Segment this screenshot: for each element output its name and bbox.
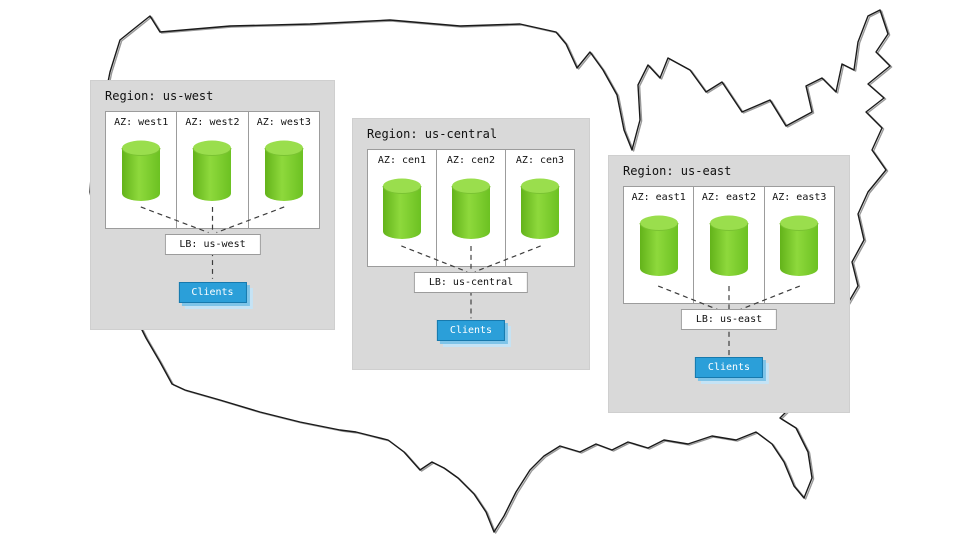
az-label: AZ: cen1 <box>377 155 427 166</box>
az-box-east1: AZ: east1 <box>623 186 695 304</box>
region-title: Region: us-west <box>105 89 214 103</box>
load-balancer-box: LB: us-east <box>680 309 778 330</box>
load-balancer-box: LB: us-west <box>164 234 261 255</box>
az-box-cen1: AZ: cen1 <box>367 149 437 267</box>
database-cylinder-icon <box>779 215 819 277</box>
clients-stacked-box: Clients <box>694 357 764 378</box>
az-label: AZ: east1 <box>631 192 686 203</box>
az-row: AZ: cen1 AZ: cen2 AZ: cen3 <box>367 149 575 267</box>
az-row: AZ: east1 AZ: east2 AZ: east3 <box>623 186 835 304</box>
database-cylinder-icon <box>451 178 491 240</box>
az-label: AZ: east3 <box>772 192 827 203</box>
load-balancer-box: LB: us-central <box>413 272 529 293</box>
database-cylinder-icon <box>639 215 679 277</box>
az-label: AZ: west2 <box>185 117 240 128</box>
database-cylinder-icon <box>192 140 232 202</box>
clients-stacked-box: Clients <box>178 282 247 303</box>
az-label: AZ: cen3 <box>515 155 565 166</box>
az-label: AZ: west1 <box>114 117 169 128</box>
region-us-central: Region: us-central AZ: cen1 AZ: cen2 AZ:… <box>352 118 590 370</box>
az-box-west2: AZ: west2 <box>177 111 249 229</box>
az-row: AZ: west1 AZ: west2 AZ: west3 <box>105 111 320 229</box>
region-title: Region: us-east <box>623 164 732 178</box>
az-label: AZ: cen2 <box>446 155 496 166</box>
az-box-west3: AZ: west3 <box>248 111 320 229</box>
clients-stacked-box: Clients <box>436 320 506 341</box>
region-title: Region: us-central <box>367 127 498 141</box>
database-cylinder-icon <box>121 140 161 202</box>
az-box-east3: AZ: east3 <box>764 186 835 304</box>
database-cylinder-icon <box>382 178 422 240</box>
region-us-east: Region: us-east AZ: east1 AZ: east2 AZ: … <box>608 155 850 413</box>
az-box-cen3: AZ: cen3 <box>506 149 575 267</box>
az-box-cen2: AZ: cen2 <box>437 149 506 267</box>
az-box-east2: AZ: east2 <box>694 186 765 304</box>
az-label: AZ: west3 <box>256 117 311 128</box>
database-cylinder-icon <box>264 140 304 202</box>
database-cylinder-icon <box>709 215 749 277</box>
az-label: AZ: east2 <box>701 192 757 203</box>
database-cylinder-icon <box>520 178 560 240</box>
az-box-west1: AZ: west1 <box>105 111 178 229</box>
region-us-west: Region: us-west AZ: west1 AZ: west2 AZ: … <box>90 80 335 330</box>
